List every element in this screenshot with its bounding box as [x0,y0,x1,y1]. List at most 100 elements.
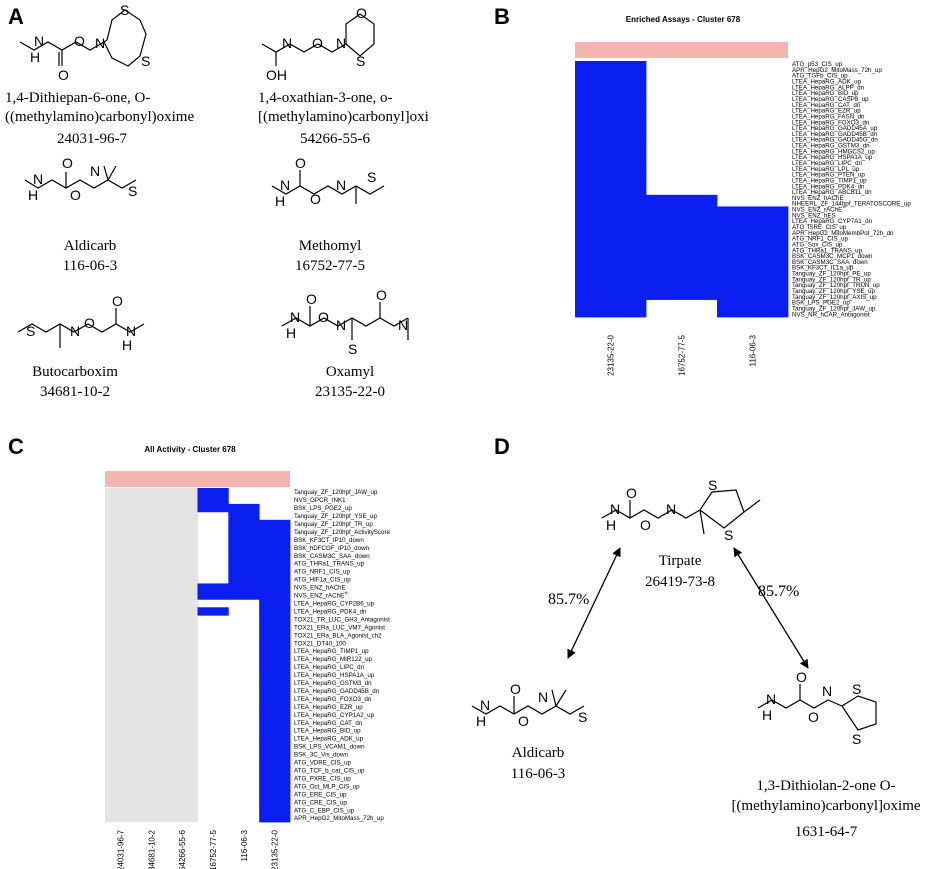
heatmap-cell [717,299,789,306]
assay-label: LTEA_HepaRG_BID_up [294,728,361,735]
heatmap-cell [646,247,718,254]
atom-o: O [626,485,637,501]
heatmap-cell [717,264,789,271]
heatmap-cell [259,583,291,592]
assay-label: LTEA_HepaRG_HMGCS2_up [792,148,875,155]
atom-h: H [606,517,616,533]
heatmap-cell [646,282,718,289]
heatmap-cell [646,229,718,236]
heatmap-cell [259,639,291,648]
atom-h: H [275,193,285,209]
heatmap-cell [575,113,647,120]
atom-n: N [336,317,346,333]
heatmap-cell [717,287,789,295]
heatmap-cell [646,253,718,260]
heatmap-cell [228,511,260,521]
heatmap-cell [259,535,291,545]
heatmap-cell [575,235,647,242]
compound-name: ((methylamino)carbonyl)oxime [5,109,194,125]
heatmap-cell [228,519,260,529]
assay-label: LTEA_HepaRG_EZR_up [792,108,861,115]
assay-label: ATG_Sox_CIS_up [792,241,843,248]
atom-h: H [762,707,772,723]
heatmap-cell [575,282,647,289]
atom-s: S [367,169,376,185]
heatmap-cell [575,101,647,108]
assay-label: BSK_LPS_PGE2_up [792,300,850,307]
assay-label: Tanguay_ZF_120hpf_ActivityScore [294,529,391,536]
heatmap-cell [259,655,291,664]
heatmap-cell [228,543,260,553]
atom-o: O [318,309,329,325]
heatmap-cell [259,726,291,735]
assay-label: BSK_CASM3C_MCP1_down [792,253,873,260]
assay-label: NVS_NR_hCAR_Antagonist [792,311,870,318]
assay-label: LTEA_HepaRG_LPL_up [792,166,860,173]
heatmap-cell [646,223,718,231]
heatmap-cell [228,527,260,537]
heatmap-cell [575,200,647,207]
atom-n: N [398,317,408,333]
assay-label: LTEA_HepaRG_PDK4_dn [792,183,865,190]
assay-label: APR_HepG2_MitoMass_72h_up [294,815,384,822]
heatmap-cell [228,559,260,568]
heatmap-cell [259,694,291,704]
atom-s: S [120,2,129,18]
compound-name: 1,4-oxathian-3-one, o- [258,90,393,106]
assay-label: BSK_CASM3C_SAA_down [792,259,868,266]
assay-label: ATG_p53_CIS_up [792,61,843,68]
panel-a-structures: N H O O N S S 1,4-Dithiepan-6-one, O- ((… [5,2,429,400]
heatmap-cell [259,766,291,775]
untested-column [166,488,198,822]
heatmap-cell [717,235,789,242]
heatmap-cell [575,66,647,74]
compound-column-label: 23135-22-0 [607,334,616,375]
assay-label: BSK_3C_Vis_down [294,752,348,759]
assay-label: LTEA_HepaRG_GSTM3_dn [792,143,870,150]
assay-label: NVS_ENZ_rAChE* [294,590,348,600]
heatmap-cell [259,774,291,783]
heatmap-cell [228,575,260,584]
structure-methomyl: N H O O N S [271,155,385,209]
assay-label: ATG_TCF_b_cat_CIS_up [294,768,365,775]
atom-n: N [33,171,43,187]
atom-o: O [310,191,321,207]
compound-column-label: 116-06-3 [240,829,249,861]
compound-cas: 24031-96-7 [57,131,127,147]
structure-oxathianone: N OH O N O S [261,5,375,83]
heatmap-cell [259,662,291,672]
heatmap-cell [575,305,647,312]
atom-s: S [724,527,733,543]
heatmap-cell [646,241,718,248]
structure-tirpate: N H O O N S S [601,477,761,543]
atom-o: O [808,709,819,725]
compound-cas: 16752-77-5 [295,258,365,274]
compound-column-label: 54266-55-6 [178,829,187,869]
heatmap-cell [575,136,647,143]
heatmap-title: Enriched Assays - Cluster 678 [626,15,741,24]
heatmap-cell [575,130,647,138]
assay-label: Tanguay_ZF_120hpf_JAW_up [294,489,378,496]
heatmap-cell [575,247,647,254]
atom-s: S [26,323,35,339]
heatmap-cell [575,241,647,248]
heatmap-cell [717,258,789,266]
compound-name: Oxamyl [326,364,374,380]
atom-n: N [95,35,105,51]
assay-label: LTEA_HepaRG_MIR122_up [294,656,373,663]
heatmap-title: All Activity - Cluster 678 [144,445,236,454]
assay-label: Tanguay_ZF_120hpf_YSE_up [792,288,875,295]
heatmap-cell [717,311,789,318]
assay-label: LTEA_HepaRG_PTEN_up [792,172,865,179]
assay-label: BSK_KF3CT_IL1a_up [792,265,854,272]
assay-label: NVS_ENZ_hAChE [792,195,844,202]
assay-label: BSK_KF3CT_IP10_down [294,537,364,544]
assay-label: BSK_LPS_VCAM1_down [294,744,365,751]
assay-label: LTEA_HepaRG_EZR_up [294,704,363,711]
heatmap-cell [646,194,718,202]
assay-label: LTEA_HepaRG_LIPC_dn [294,664,365,671]
assay-label: LTEA_HepaRG_CAT_dn [792,102,861,109]
heatmap-cell [575,223,647,231]
heatmap-cell [259,702,291,712]
heatmap-cell [575,165,647,172]
